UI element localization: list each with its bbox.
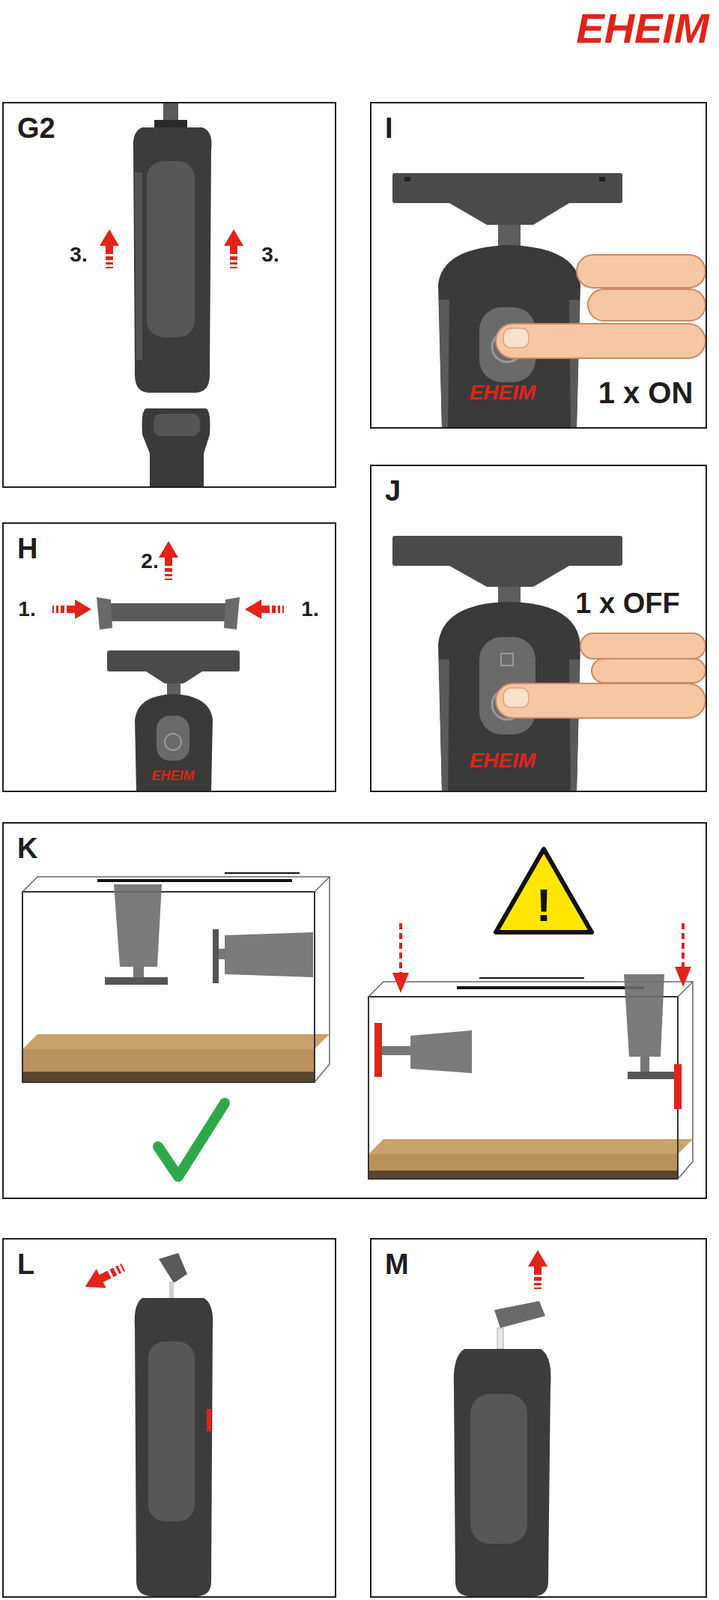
- step-letter: J: [384, 474, 401, 508]
- step-letter: M: [384, 1247, 409, 1280]
- step-letter: G2: [17, 112, 56, 145]
- aquarium-warning: [368, 848, 693, 1179]
- callout-text: 1.: [301, 598, 319, 620]
- step-panel: H: [2, 522, 337, 792]
- callout-text: 3.: [261, 244, 279, 266]
- brand-text: EHEIM: [469, 749, 537, 771]
- aquarium-correct: [22, 872, 330, 1176]
- step-panel: M: [369, 1237, 708, 1597]
- step-letter: H: [17, 532, 38, 565]
- callout-text: 2.: [140, 550, 159, 572]
- step-panel: J: [369, 464, 708, 792]
- brand-text: EHEIM: [469, 381, 537, 403]
- callout-text: 1 x OFF: [575, 588, 680, 618]
- callout-text: 1 x ON: [598, 377, 694, 408]
- device-m: [453, 1249, 552, 1596]
- step-panel: L: [2, 1237, 337, 1597]
- brand-text: EHEIM: [575, 7, 709, 50]
- step-letter: K: [17, 832, 38, 865]
- device-l: [80, 1252, 213, 1596]
- callout-text: !: [536, 881, 552, 928]
- brand-text: EHEIM: [151, 768, 194, 782]
- step-panel: K: [2, 821, 708, 1199]
- device-g2: [99, 103, 244, 487]
- device-i: [392, 173, 706, 427]
- device-h: [52, 540, 284, 791]
- callout-text: 1.: [17, 598, 36, 620]
- callout-text: 3.: [69, 244, 87, 266]
- step-panel: G2: [2, 101, 337, 488]
- step-letter: I: [384, 112, 394, 145]
- device-j: [392, 535, 706, 791]
- step-letter: L: [17, 1247, 35, 1280]
